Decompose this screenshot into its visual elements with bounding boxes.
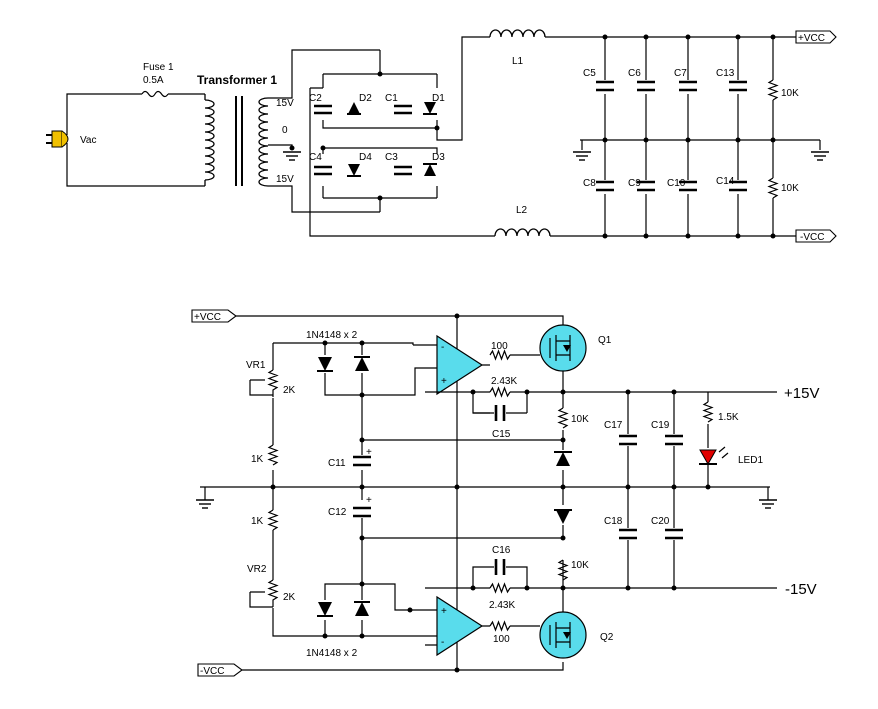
transformer-secondary-winding (258, 97, 269, 187)
out-pos-label: +15V (784, 385, 819, 402)
c16-label: C16 (492, 545, 511, 556)
vcc-neg-out-text: -VCC (800, 232, 824, 243)
c5-label: C5 (583, 68, 596, 79)
vcc-neg-in-flag (197, 663, 243, 677)
opamp-bottom (436, 595, 484, 657)
vcc-neg-in-text: -VCC (200, 666, 224, 677)
tap-bot-label: 15V (276, 174, 294, 185)
c7-label: C7 (674, 68, 687, 79)
tap-top-label: 15V (276, 98, 294, 109)
r10k-bot-label: 10K (781, 183, 799, 194)
d1-label: D1 (432, 93, 445, 104)
c14-label: C14 (716, 176, 735, 187)
fuse-label: Fuse 1 (143, 62, 174, 73)
vcc-neg-out-flag (795, 229, 837, 243)
fuse-symbol (141, 90, 169, 98)
led1-icon (699, 449, 717, 466)
opamp-bot-minus: - (441, 637, 444, 648)
vcc-pos-out-text: +VCC (798, 33, 825, 44)
r15k-label: 1.5K (718, 412, 739, 423)
d4-label: D4 (359, 152, 372, 163)
opamp-top-minus: - (441, 342, 444, 353)
l2-coil (494, 228, 796, 237)
r10k-q1-label: 10K (571, 414, 589, 425)
opamp-top (436, 334, 484, 396)
r1k-bot-label: 1K (251, 516, 264, 527)
regulator-section: +VCC -VCC VR1 2K 1K 1K VR2 2K 1N4148 x 2… (191, 34, 819, 677)
junction-dots (270, 34, 776, 673)
c2-label: C2 (309, 93, 322, 104)
fuse-rating: 0.5A (143, 75, 164, 86)
c18-label: C18 (604, 516, 623, 527)
d2-symbol (347, 102, 361, 115)
c19-label: C19 (651, 420, 670, 431)
r100-bot-label: 100 (493, 634, 510, 645)
c4-label: C4 (309, 152, 322, 163)
vcc-pos-in-text: +VCC (194, 312, 221, 323)
r1k-top-label: 1K (251, 454, 264, 465)
c12-plus: + (366, 495, 372, 506)
c12-label: C12 (328, 507, 347, 518)
transformer-primary-winding (204, 99, 215, 181)
filter-caps (596, 80, 747, 192)
diodes-bot-label: 1N4148 x 2 (306, 648, 358, 659)
c11-plus: + (366, 447, 372, 458)
r100-top-label: 100 (491, 341, 508, 352)
vr2-label: VR2 (247, 564, 267, 575)
c3-label: C3 (385, 152, 398, 163)
vcc-pos-in-flag (191, 309, 237, 323)
c15-label: C15 (492, 429, 511, 440)
vr1-value: 2K (283, 385, 296, 396)
diodes-top-label: 1N4148 x 2 (306, 330, 358, 341)
q1-label: Q1 (598, 335, 612, 346)
d3-label: D3 (432, 152, 445, 163)
c1-label: C1 (385, 93, 398, 104)
opamp-bot-plus: + (441, 606, 447, 617)
power-supply-section: Vac Fuse 1 0.5A Transformer 1 15V 0 15V … (46, 29, 837, 243)
mosfet-q1 (539, 324, 587, 372)
r10k-q2-label: 10K (571, 560, 589, 571)
ac-plug-icon (46, 130, 69, 148)
led1-label: LED1 (738, 455, 763, 466)
c13-label: C13 (716, 68, 735, 79)
c11-label: C11 (328, 458, 346, 469)
q2-label: Q2 (600, 632, 614, 643)
l2-label: L2 (516, 205, 528, 216)
r10k-top-label: 10K (781, 88, 799, 99)
diode-pair-top (317, 356, 370, 372)
d3-symbol (423, 163, 437, 176)
c6-label: C6 (628, 68, 641, 79)
tap-mid-label: 0 (282, 125, 288, 136)
transformer-label: Transformer 1 (197, 73, 277, 87)
c9-label: C9 (628, 178, 641, 189)
r243-top-label: 2.43K (491, 376, 517, 387)
d2-label: D2 (359, 93, 372, 104)
opamp-top-plus: + (441, 376, 447, 387)
out-neg-label: -15V (785, 581, 817, 598)
vac-label: Vac (80, 135, 97, 146)
d4-symbol (347, 164, 361, 177)
c20-label: C20 (651, 516, 670, 527)
vr2-value: 2K (283, 592, 296, 603)
l1-label: L1 (512, 56, 524, 67)
mosfet-q2 (539, 611, 587, 659)
c8-label: C8 (583, 178, 596, 189)
d1-symbol (423, 102, 437, 115)
l1-coil (489, 29, 796, 38)
c17-label: C17 (604, 420, 623, 431)
diode-pair-bottom (317, 601, 370, 617)
r243-bot-label: 2.43K (489, 600, 515, 611)
vr1-label: VR1 (246, 360, 266, 371)
vcc-pos-out-flag (795, 30, 837, 44)
c10-label: C10 (667, 178, 686, 189)
